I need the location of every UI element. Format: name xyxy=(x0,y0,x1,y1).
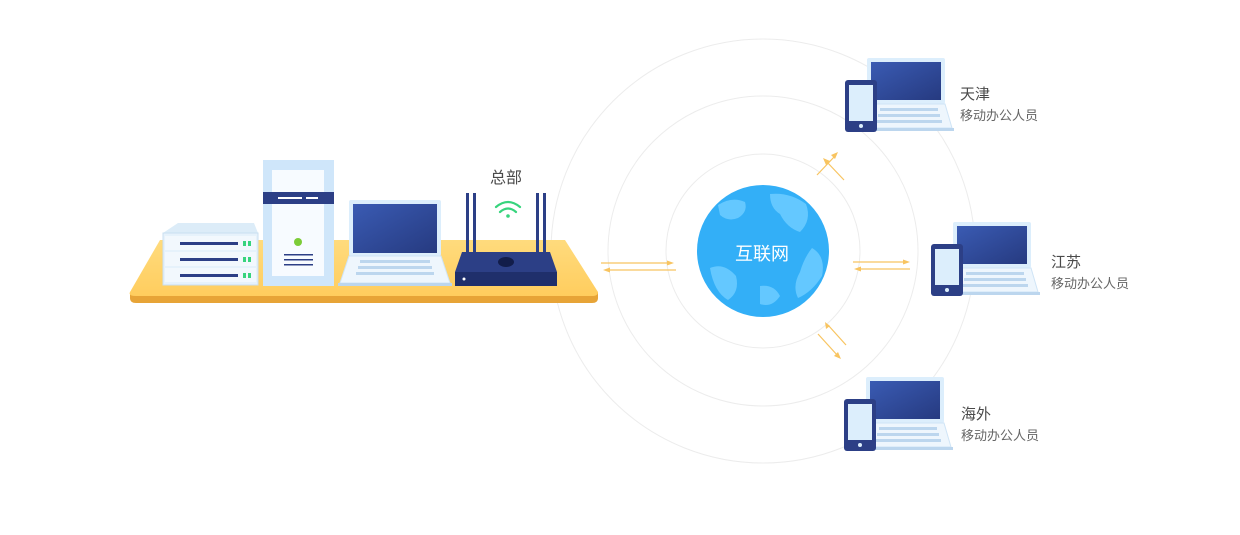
branch-role-overseas: 移动办公人员 xyxy=(961,429,1040,444)
headquarters-group xyxy=(129,160,598,303)
branch-city-tianjin: 天津 xyxy=(960,85,991,103)
internet-label: 互联网 xyxy=(735,244,789,265)
tower-server xyxy=(263,160,334,286)
branch-role-tianjin: 移动办公人员 xyxy=(960,109,1039,124)
ring-inner xyxy=(665,153,861,349)
wifi-router xyxy=(455,193,557,286)
rack-server xyxy=(162,223,259,286)
wifi-icon xyxy=(494,200,522,218)
ring-middle xyxy=(607,95,919,407)
hq-arrows xyxy=(601,260,676,273)
branch-city-overseas: 海外 xyxy=(961,405,992,423)
branch-city-jiangsu: 江苏 xyxy=(1051,253,1082,271)
branch-role-jiangsu: 移动办公人员 xyxy=(1051,277,1130,292)
branch-devices-tianjin xyxy=(845,58,954,132)
internet-globe xyxy=(697,185,829,317)
hq-laptop xyxy=(338,200,452,286)
branch-arrows xyxy=(816,152,910,359)
headquarters-label: 总部 xyxy=(490,168,523,187)
branch-devices-overseas xyxy=(844,377,953,451)
branch-devices-jiangsu xyxy=(931,222,1040,296)
